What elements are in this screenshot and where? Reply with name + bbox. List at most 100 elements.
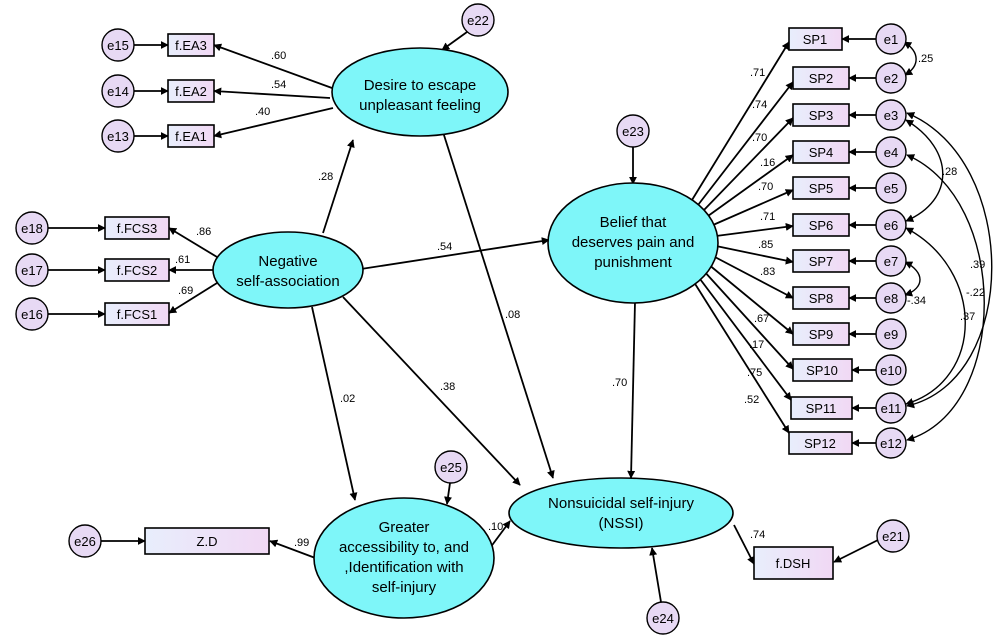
path-belief-sp5 <box>712 189 794 226</box>
coef-sp1: .71 <box>750 67 765 79</box>
obs-sp12-label: SP12 <box>804 436 836 451</box>
obs-sp4: SP4 <box>792 140 850 164</box>
obs-sp3: SP3 <box>792 103 850 127</box>
err-e18-label: e18 <box>21 221 43 236</box>
err-e25-label: e25 <box>440 460 462 475</box>
latent-negative: Negative self-association <box>212 231 364 309</box>
coef-cov-e3-e11: .39 <box>970 259 985 271</box>
coef-neg-fcs3: .86 <box>196 226 211 238</box>
err-e1-label: e1 <box>884 32 898 47</box>
obs-sp5-label: SP5 <box>809 181 834 196</box>
obs-sp7-label: SP7 <box>809 254 834 269</box>
err-e23-label: e23 <box>622 124 644 139</box>
obs-fea1-label: f.EA1 <box>175 129 207 144</box>
err-e24: e24 <box>646 601 680 635</box>
latent-desire: Desire to escape unpleasant feeling <box>331 47 509 137</box>
err-e25: e25 <box>434 450 468 484</box>
latent-greater-line-2: accessibility to, and <box>339 539 469 556</box>
err-e16-label: e16 <box>21 307 43 322</box>
obs-sp2-label: SP2 <box>809 71 834 86</box>
latent-nssi: Nonsuicidal self-injury (NSSI) <box>508 477 734 549</box>
obs-sp2: SP2 <box>792 66 850 90</box>
latent-negative-line-1: Negative <box>258 253 317 270</box>
path-desire-ea3 <box>213 43 333 89</box>
path-belief-sp3 <box>703 117 794 211</box>
err-e3-label: e3 <box>884 108 898 123</box>
path-neg-belief <box>360 237 550 270</box>
err-e1: e1 <box>875 23 907 55</box>
coef-greater-nssi: .10 <box>488 521 503 533</box>
err-e13-label: e13 <box>107 129 129 144</box>
obs-zd-label: Z.D <box>197 534 218 549</box>
coefficient-labels: .60 .54 .40 .86 .61 .69 .28 .54 .02 .38 … <box>175 50 985 549</box>
err-e13: e13 <box>101 119 135 153</box>
coef-neg-greater: .02 <box>340 393 355 405</box>
err-e2: e2 <box>875 62 907 94</box>
cov-e6-e11 <box>905 227 966 406</box>
err-e7-label: e7 <box>884 254 898 269</box>
path-belief-sp11 <box>696 274 792 401</box>
latent-greater-line-4: self-injury <box>372 579 437 596</box>
err-e17-label: e17 <box>21 263 43 278</box>
path-belief-sp6 <box>715 222 794 237</box>
err-e5: e5 <box>875 172 907 204</box>
path-belief-sp7 <box>715 245 794 265</box>
path-belief-sp8 <box>712 255 794 299</box>
path-e21-dsh <box>833 539 879 563</box>
err-e16: e16 <box>15 297 49 331</box>
latent-belief: Belief that deserves pain and punishment <box>547 182 719 304</box>
path-belief-sp9 <box>707 263 794 335</box>
coef-sp3: .70 <box>752 132 767 144</box>
err-e24-label: e24 <box>652 611 674 626</box>
err-e21: e21 <box>876 519 910 553</box>
obs-sp9: SP9 <box>792 322 850 346</box>
obs-sp12: SP12 <box>788 431 853 455</box>
coef-sp12: .52 <box>744 394 759 406</box>
coef-sp5: .70 <box>758 181 773 193</box>
obs-fea2: f.EA2 <box>167 79 215 103</box>
obs-fea3: f.EA3 <box>167 33 215 57</box>
coef-cov-e3-e6: .28 <box>942 166 957 178</box>
latent-greater-line-1: Greater <box>379 519 430 536</box>
coef-desire-ea3: .60 <box>271 50 286 62</box>
obs-sp11: SP11 <box>790 396 853 420</box>
latent-desire-line-1: Desire to escape <box>364 77 477 94</box>
coef-cov-e4-e12: -.22 <box>966 287 985 299</box>
cov-e4-e12 <box>906 154 985 442</box>
cov-e3-e11 <box>906 112 993 409</box>
obs-sp6: SP6 <box>792 213 850 237</box>
paths <box>48 31 879 603</box>
coef-neg-nssi: .38 <box>440 381 455 393</box>
obs-fea1: f.EA1 <box>167 124 215 148</box>
err-e17: e17 <box>15 253 49 287</box>
obs-zd: Z.D <box>144 527 270 555</box>
coef-greater-zd: .99 <box>294 537 309 549</box>
obs-ffcs3: f.FCS3 <box>104 216 170 240</box>
coef-cov-e6-e11: .37 <box>960 311 975 323</box>
path-belief-sp10 <box>702 269 794 370</box>
latent-belief-line-2: deserves pain and <box>572 234 695 251</box>
coef-cov-e7-e8: -.34 <box>907 295 926 307</box>
observed-variables: f.EA3 f.EA2 f.EA1 f.FCS3 f.FCS2 f.FCS1 Z… <box>104 27 853 580</box>
err-e14: e14 <box>101 74 135 108</box>
coef-sp2: .74 <box>752 99 767 111</box>
obs-ffcs1-label: f.FCS1 <box>117 307 157 322</box>
path-e25-greater <box>444 482 452 505</box>
latent-nssi-line-2: (NSSI) <box>599 515 644 532</box>
obs-ffcs3-label: f.FCS3 <box>117 221 157 236</box>
err-e10-label: e10 <box>880 363 902 378</box>
coef-cov-e1-e2: .25 <box>918 53 933 65</box>
err-e10: e10 <box>875 354 907 386</box>
latent-nssi-line-1: Nonsuicidal self-injury <box>548 495 694 512</box>
cov-e1-e2 <box>903 41 917 76</box>
err-e6-label: e6 <box>884 218 898 233</box>
obs-sp3-label: SP3 <box>809 108 834 123</box>
path-desire-ea1 <box>213 107 334 139</box>
obs-sp1: SP1 <box>788 27 843 51</box>
err-e8: e8 <box>875 282 907 314</box>
err-e5-label: e5 <box>884 181 898 196</box>
obs-ffcs2: f.FCS2 <box>104 258 170 282</box>
err-e12-label: e12 <box>880 436 902 451</box>
err-e23: e23 <box>616 114 650 148</box>
